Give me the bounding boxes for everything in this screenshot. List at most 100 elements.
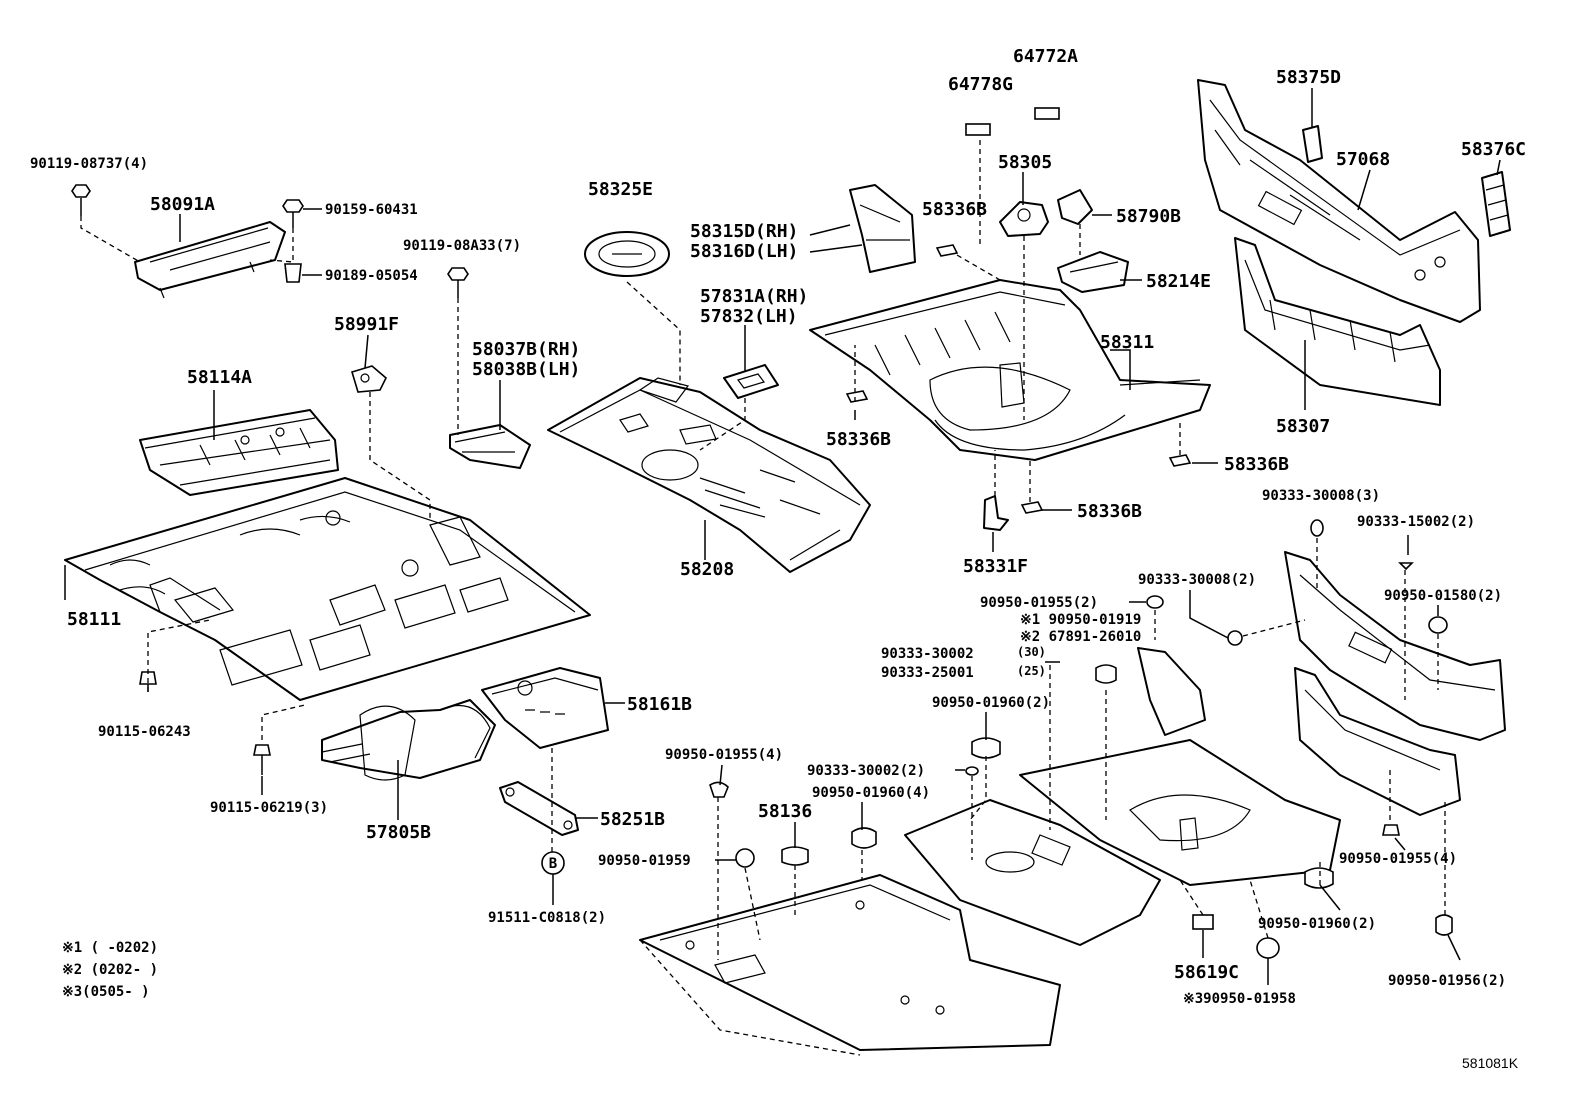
label-57068: 57068: [1336, 149, 1390, 170]
label-58136: 58136: [758, 801, 812, 822]
label-58336B-bottom: 58336B: [1077, 501, 1142, 522]
part-58091A-bracket[interactable]: [134, 221, 286, 299]
label-90950-01960-2b: 90950-01960(2): [1258, 916, 1376, 932]
part-58311-rear-floor-pan[interactable]: [809, 279, 1211, 461]
label-90950-01919: ※1 90950-01919: [1020, 612, 1141, 628]
part-58208-center-floor-pan[interactable]: [547, 377, 871, 573]
part-58336B-clip-top[interactable]: [935, 244, 959, 257]
part-right-lower-panel-upper[interactable]: [1284, 551, 1506, 741]
part-57068-rear-panel[interactable]: [1197, 79, 1481, 323]
grommet-90950-01960-a[interactable]: [971, 737, 1001, 759]
label-58376C: 58376C: [1461, 139, 1526, 160]
part-58790B-bracket[interactable]: [1057, 189, 1093, 225]
label-64772A: 64772A: [1013, 46, 1078, 67]
label-57832: 57832(LH): [700, 306, 798, 327]
label-90950-01958: ※390950-01958: [1183, 991, 1296, 1007]
legend: ※1 ( -0202) ※2 (0202- ) ※3(0505- ): [62, 940, 158, 1000]
label-90115-06243: 90115-06243: [98, 724, 191, 740]
grommet-90333-30008-a[interactable]: [1310, 519, 1324, 537]
label-58305: 58305: [998, 152, 1052, 173]
grommet-90950-01955-right[interactable]: [1382, 824, 1400, 836]
part-58305-mount[interactable]: [999, 201, 1049, 237]
callout-b-circle[interactable]: B: [541, 851, 565, 875]
grommet-90950-01955-top[interactable]: [1146, 595, 1164, 609]
label-58991F: 58991F: [334, 314, 399, 335]
grommet-90333-15002[interactable]: [1398, 562, 1414, 571]
part-57805B-tunnel-brace[interactable]: [321, 699, 496, 781]
part-lower-floor-tray[interactable]: [1019, 739, 1341, 886]
label-90950-01960-4: 90950-01960(4): [812, 785, 930, 801]
grommet-90333-30008-b[interactable]: [1227, 630, 1243, 646]
label-57805B: 57805B: [366, 822, 431, 843]
part-58991F-clip[interactable]: [351, 365, 387, 393]
label-58331F: 58331F: [963, 556, 1028, 577]
part-lower-floor-front[interactable]: [639, 874, 1061, 1056]
bolt-90115-06219[interactable]: [253, 744, 271, 775]
part-labels: 90119-08737(4) 58091A 90159-60431 90189-…: [30, 46, 1526, 1007]
label-58790B: 58790B: [1116, 206, 1181, 227]
label-90950-01956: 90950-01956(2): [1388, 973, 1506, 989]
part-58376C-pad[interactable]: [1481, 171, 1511, 237]
part-lower-side-trim[interactable]: [1137, 647, 1206, 736]
label-90950-01955-2: 90950-01955(2): [980, 595, 1098, 611]
label-67891-26010: ※2 67891-26010: [1020, 629, 1141, 645]
part-58114A-cross-member[interactable]: [139, 409, 339, 496]
grommet-90950-01956[interactable]: [1435, 914, 1453, 936]
label-58619C: 58619C: [1174, 962, 1239, 983]
part-58307-rear-cross-member[interactable]: [1234, 237, 1441, 406]
label-58336B-top: 58336B: [922, 199, 987, 220]
grommet-67891-26010[interactable]: [1095, 664, 1117, 684]
part-57831A-clip[interactable]: [723, 364, 779, 399]
label-58114A: 58114A: [187, 367, 252, 388]
label-90189-05054: 90189-05054: [325, 268, 418, 284]
grommet-90950-01958[interactable]: [1256, 937, 1280, 959]
assembly-dashed-lines: [80, 140, 1446, 960]
label-58315D: 58315D(RH): [690, 221, 798, 242]
label-58336B-right: 58336B: [1224, 454, 1289, 475]
part-58375D-bracket[interactable]: [1302, 125, 1323, 163]
label-58037B: 58037B(RH): [472, 339, 580, 360]
label-90333-30002-30-qty: (30): [1017, 645, 1046, 659]
label-90333-30008-3: 90333-30008(3): [1262, 488, 1380, 504]
part-58336B-clip-left[interactable]: [845, 390, 869, 403]
grommet-90950-01960-c[interactable]: [1304, 867, 1334, 889]
label-58111: 58111: [67, 609, 121, 630]
callout-b-text: B: [549, 856, 557, 872]
bolt-90119-08737[interactable]: [71, 184, 91, 216]
part-64778G-pad[interactable]: [965, 123, 991, 136]
part-lower-floor-rear[interactable]: [904, 799, 1161, 946]
part-58331F-bracket[interactable]: [983, 495, 1009, 531]
grommet-90950-01959[interactable]: [735, 848, 755, 868]
part-58315D-bracket[interactable]: [849, 184, 916, 273]
label-90333-25001-qty: (25): [1017, 664, 1046, 678]
bolt-90159-60431[interactable]: [282, 199, 304, 228]
label-58251B: 58251B: [600, 809, 665, 830]
label-90950-01959: 90950-01959: [598, 853, 691, 869]
part-58111-front-floor-pan[interactable]: [64, 477, 591, 701]
part-58037B-brace[interactable]: [449, 424, 531, 469]
legend-line-2: ※2 (0202- ): [62, 962, 158, 978]
part-58336B-clip-bottom[interactable]: [1020, 501, 1044, 514]
part-58336B-clip-right[interactable]: [1168, 454, 1192, 467]
label-58311: 58311: [1100, 332, 1154, 353]
nut-90189-05054[interactable]: [284, 263, 302, 283]
part-58251B-reinforcement[interactable]: [499, 781, 579, 836]
part-58619C-pad[interactable]: [1192, 914, 1214, 930]
legend-line-3: ※3(0505- ): [62, 984, 150, 1000]
grommet-90333-30002[interactable]: [965, 766, 979, 776]
part-right-lower-panel-lower[interactable]: [1294, 667, 1461, 816]
label-58325E: 58325E: [588, 179, 653, 200]
bolt-90119-08A33[interactable]: [447, 267, 469, 298]
grommet-90950-01960-b[interactable]: [851, 827, 877, 849]
label-58316D: 58316D(LH): [690, 241, 798, 262]
grommet-90950-01955-left[interactable]: [709, 781, 729, 798]
label-58307: 58307: [1276, 416, 1330, 437]
part-64772A-pad[interactable]: [1034, 107, 1060, 120]
label-58161B: 58161B: [627, 694, 692, 715]
part-58325E-hole-plug[interactable]: [584, 231, 670, 277]
grommet-90950-01580[interactable]: [1428, 616, 1448, 634]
part-58161B-support[interactable]: [481, 667, 609, 749]
grommet-58136[interactable]: [781, 846, 809, 866]
part-58214E-bracket[interactable]: [1057, 251, 1129, 293]
